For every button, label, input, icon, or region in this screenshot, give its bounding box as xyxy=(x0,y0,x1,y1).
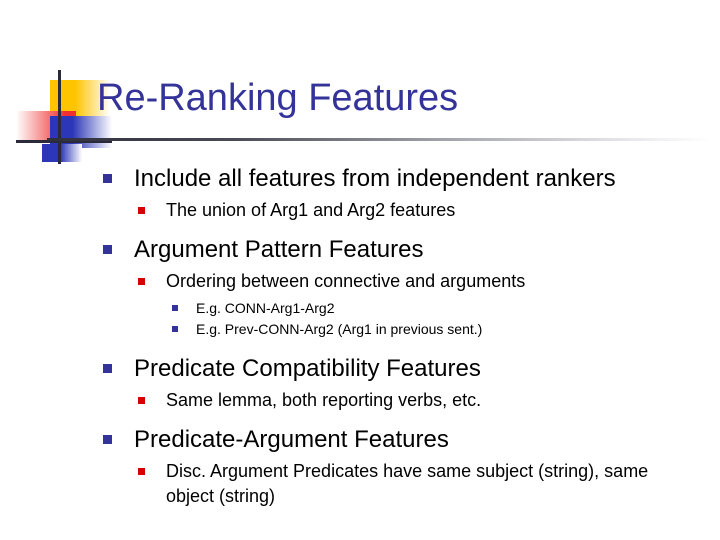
logo-vertical-line-icon xyxy=(58,70,61,164)
bullet-item-level2: The union of Arg1 and Arg2 features xyxy=(0,198,720,223)
square-bullet-navy-icon xyxy=(103,174,112,183)
bullet-item-level2: Disc. Argument Predicates have same subj… xyxy=(0,459,720,509)
bullet-item-level1: Predicate-Argument Features xyxy=(0,424,720,455)
slide-logo-mark xyxy=(16,70,112,164)
logo-blue-small-square-icon xyxy=(42,144,82,162)
title-divider xyxy=(47,138,710,141)
square-bullet-navy-icon xyxy=(172,305,178,311)
bullet-text: The union of Arg1 and Arg2 features xyxy=(166,200,456,220)
square-bullet-navy-icon xyxy=(103,435,112,444)
bullet-item-level3: E.g. CONN-Arg1-Arg2 xyxy=(0,298,720,319)
square-bullet-navy-icon xyxy=(103,245,112,254)
bullet-text: E.g. Prev-CONN-Arg2 (Arg1 in previous se… xyxy=(196,321,483,337)
square-bullet-red-icon xyxy=(138,397,145,404)
bullet-text: Include all features from independent ra… xyxy=(134,165,616,192)
square-bullet-navy-icon xyxy=(172,326,178,332)
bullet-text: Argument Pattern Features xyxy=(134,236,424,263)
square-bullet-red-icon xyxy=(138,278,145,285)
square-bullet-red-icon xyxy=(138,468,145,475)
logo-horizontal-line-icon xyxy=(16,140,112,143)
bullet-item-level2: Ordering between connective and argument… xyxy=(0,269,720,294)
bullet-text: Disc. Argument Predicates have same subj… xyxy=(166,461,649,506)
square-bullet-red-icon xyxy=(138,207,145,214)
slide-body: Include all features from independent ra… xyxy=(0,163,720,511)
bullet-text: Predicate-Argument Features xyxy=(134,426,449,453)
bullet-item-level2: Same lemma, both reporting verbs, etc. xyxy=(0,388,720,413)
square-bullet-navy-icon xyxy=(103,364,112,373)
bullet-text: Predicate Compatibility Features xyxy=(134,355,481,382)
bullet-item-level1: Include all features from independent ra… xyxy=(0,163,720,194)
bullet-text: Same lemma, both reporting verbs, etc. xyxy=(166,390,482,410)
bullet-text: Ordering between connective and argument… xyxy=(166,271,526,291)
bullet-item-level3: E.g. Prev-CONN-Arg2 (Arg1 in previous se… xyxy=(0,319,720,340)
slide-title: Re-Ranking Features xyxy=(97,77,459,119)
bullet-text: E.g. CONN-Arg1-Arg2 xyxy=(196,300,335,316)
bullet-item-level1: Predicate Compatibility Features xyxy=(0,353,720,384)
bullet-item-level1: Argument Pattern Features xyxy=(0,234,720,265)
